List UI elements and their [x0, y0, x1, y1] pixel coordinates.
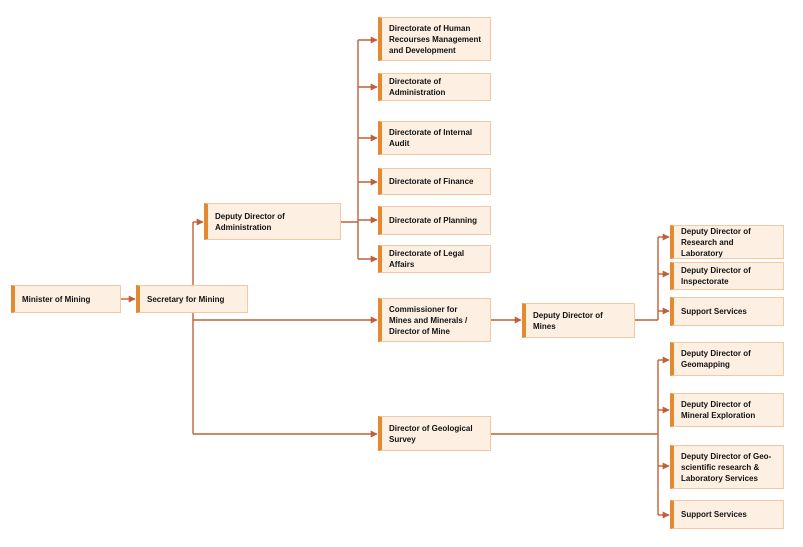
dir-hr-node: Directorate of Human Recourses Managemen…: [378, 17, 491, 61]
dir-finance-node: Directorate of Finance: [378, 168, 491, 195]
dd-inspectorate-node: Deputy Director of Inspectorate: [670, 262, 784, 290]
dd-inspectorate-label: Deputy Director of Inspectorate: [681, 266, 751, 286]
dir-hr-label: Directorate of Human Recourses Managemen…: [389, 23, 482, 55]
dir-legal-label: Directorate of Legal Affairs: [389, 249, 465, 269]
dd-geomapping-node: Deputy Director of Geomapping: [670, 342, 784, 376]
dd-geoscientific-node: Deputy Director of Geo- scientific resea…: [670, 445, 784, 489]
geo-survey-node: Director of Geological Survey: [378, 416, 491, 451]
geo-survey-label: Director of Geological Survey: [389, 423, 473, 444]
deputy-admin-label: Deputy Director of Administration: [215, 211, 285, 232]
dir-planning-label: Directorate of Planning: [389, 216, 478, 225]
dir-legal-node: Directorate of Legal Affairs: [378, 245, 491, 273]
support-mines-node: Support Services: [670, 297, 784, 326]
dir-admin-node: Directorate of Administration: [378, 73, 491, 101]
deputy-admin-node: Deputy Director of Administration: [204, 203, 341, 240]
dd-geomapping-label: Deputy Director of Geomapping: [681, 349, 751, 369]
secretary-node: Secretary for Mining: [136, 285, 248, 313]
secretary-label: Secretary for Mining: [147, 294, 225, 304]
dd-research-label: Deputy Director of Research and Laborato…: [681, 226, 751, 258]
support-mines-label: Support Services: [681, 307, 747, 316]
dd-research-node: Deputy Director of Research and Laborato…: [670, 225, 784, 259]
dd-geoscientific-label: Deputy Director of Geo- scientific resea…: [681, 451, 772, 483]
deputy-mines-label: Deputy Director of Mines: [533, 310, 603, 331]
support-geo-label: Support Services: [681, 510, 747, 519]
dir-audit-label: Directorate of Internal Audit: [389, 128, 473, 148]
minister-node: Minister of Mining: [11, 285, 121, 313]
dir-planning-node: Directorate of Planning: [378, 206, 491, 235]
commissioner-node: Commissioner for Mines and Minerals / Di…: [378, 298, 491, 342]
dd-exploration-node: Deputy Director of Mineral Exploration: [670, 393, 784, 427]
deputy-mines-node: Deputy Director of Mines: [522, 303, 635, 338]
dir-audit-node: Directorate of Internal Audit: [378, 121, 491, 155]
dir-admin-label: Directorate of Administration: [389, 77, 446, 97]
dir-finance-label: Directorate of Finance: [389, 177, 474, 186]
support-geo-node: Support Services: [670, 500, 784, 529]
commissioner-label: Commissioner for Mines and Minerals / Di…: [389, 304, 468, 336]
dd-exploration-label: Deputy Director of Mineral Exploration: [681, 400, 756, 420]
minister-label: Minister of Mining: [22, 294, 91, 304]
